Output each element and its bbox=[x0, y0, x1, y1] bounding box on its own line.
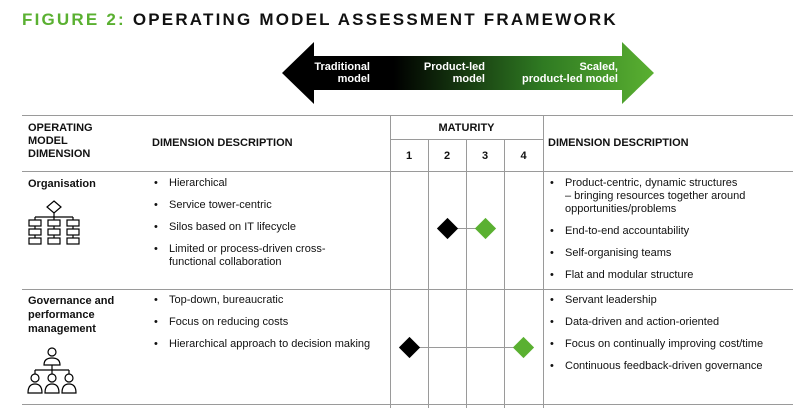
list-item: Data-driven and action-oriented bbox=[548, 316, 763, 329]
governance-traditional-list: Top-down, bureaucratic Focus on reducing… bbox=[152, 294, 370, 351]
maturity-level-3: 3 bbox=[481, 150, 489, 162]
list-item: Service tower-centric bbox=[152, 199, 326, 212]
dimension-name-organisation: Organisation bbox=[28, 178, 96, 190]
col-divider-level-3-4 bbox=[504, 139, 505, 408]
list-item: Self-organising teams bbox=[548, 247, 745, 260]
maturity-arrow bbox=[282, 42, 654, 104]
maturity-level-1: 1 bbox=[405, 150, 413, 162]
col-divider-maturity-right bbox=[543, 115, 544, 408]
organisation-traditional-list: Hierarchical Service tower-centric Silos… bbox=[152, 177, 326, 269]
list-item: Product-centric, dynamic structures– bri… bbox=[548, 177, 745, 216]
table-bottom-rule bbox=[22, 404, 793, 405]
table-top-rule bbox=[22, 115, 793, 116]
list-item: Hierarchical bbox=[152, 177, 326, 190]
org-chart-icon bbox=[28, 200, 80, 245]
list-item: Silos based on IT lifecycle bbox=[152, 221, 326, 234]
list-item: Flat and modular structure bbox=[548, 269, 745, 282]
header-description-left: DIMENSION DESCRIPTION bbox=[152, 137, 293, 149]
list-item: Servant leadership bbox=[548, 294, 763, 307]
list-item: End-to-end accountability bbox=[548, 225, 745, 238]
figure-label: FIGURE 2: bbox=[22, 10, 126, 29]
list-item: Top-down, bureaucratic bbox=[152, 294, 370, 307]
header-maturity: MATURITY bbox=[438, 122, 495, 134]
governance-current-maturity-marker bbox=[398, 336, 421, 359]
governance-product-led-list: Servant leadership Data-driven and actio… bbox=[548, 294, 763, 373]
figure-title: FIGURE 2: OPERATING MODEL ASSESSMENT FRA… bbox=[22, 10, 618, 30]
organisation-current-maturity-marker bbox=[436, 217, 459, 240]
row-divider bbox=[22, 289, 793, 290]
list-item: Continuous feedback-driven governance bbox=[548, 360, 763, 373]
governance-target-maturity-marker bbox=[512, 336, 535, 359]
header-description-right: DIMENSION DESCRIPTION bbox=[548, 137, 689, 149]
list-item: Focus on continually improving cost/time bbox=[548, 338, 763, 351]
list-item: Focus on reducing costs bbox=[152, 316, 370, 329]
maturity-level-2: 2 bbox=[443, 150, 451, 162]
maturity-level-4: 4 bbox=[520, 150, 527, 162]
list-item: Hierarchical approach to decision making bbox=[152, 338, 370, 351]
arrow-label-scaled: Scaled,product-led model bbox=[522, 61, 618, 85]
header-bottom-rule bbox=[22, 171, 793, 172]
figure-title-text: OPERATING MODEL ASSESSMENT FRAMEWORK bbox=[132, 10, 618, 29]
col-divider-level-2-3 bbox=[466, 139, 467, 408]
organisation-target-maturity-marker bbox=[474, 217, 497, 240]
col-divider-level-1-2 bbox=[428, 139, 429, 408]
col-divider-maturity-left bbox=[390, 115, 391, 408]
organisation-product-led-list: Product-centric, dynamic structures– bri… bbox=[548, 177, 745, 282]
list-item: Limited or process-driven cross-function… bbox=[152, 243, 326, 269]
organisation-maturity-connector bbox=[447, 228, 485, 229]
people-hierarchy-icon bbox=[27, 347, 77, 394]
governance-maturity-connector bbox=[409, 347, 523, 348]
